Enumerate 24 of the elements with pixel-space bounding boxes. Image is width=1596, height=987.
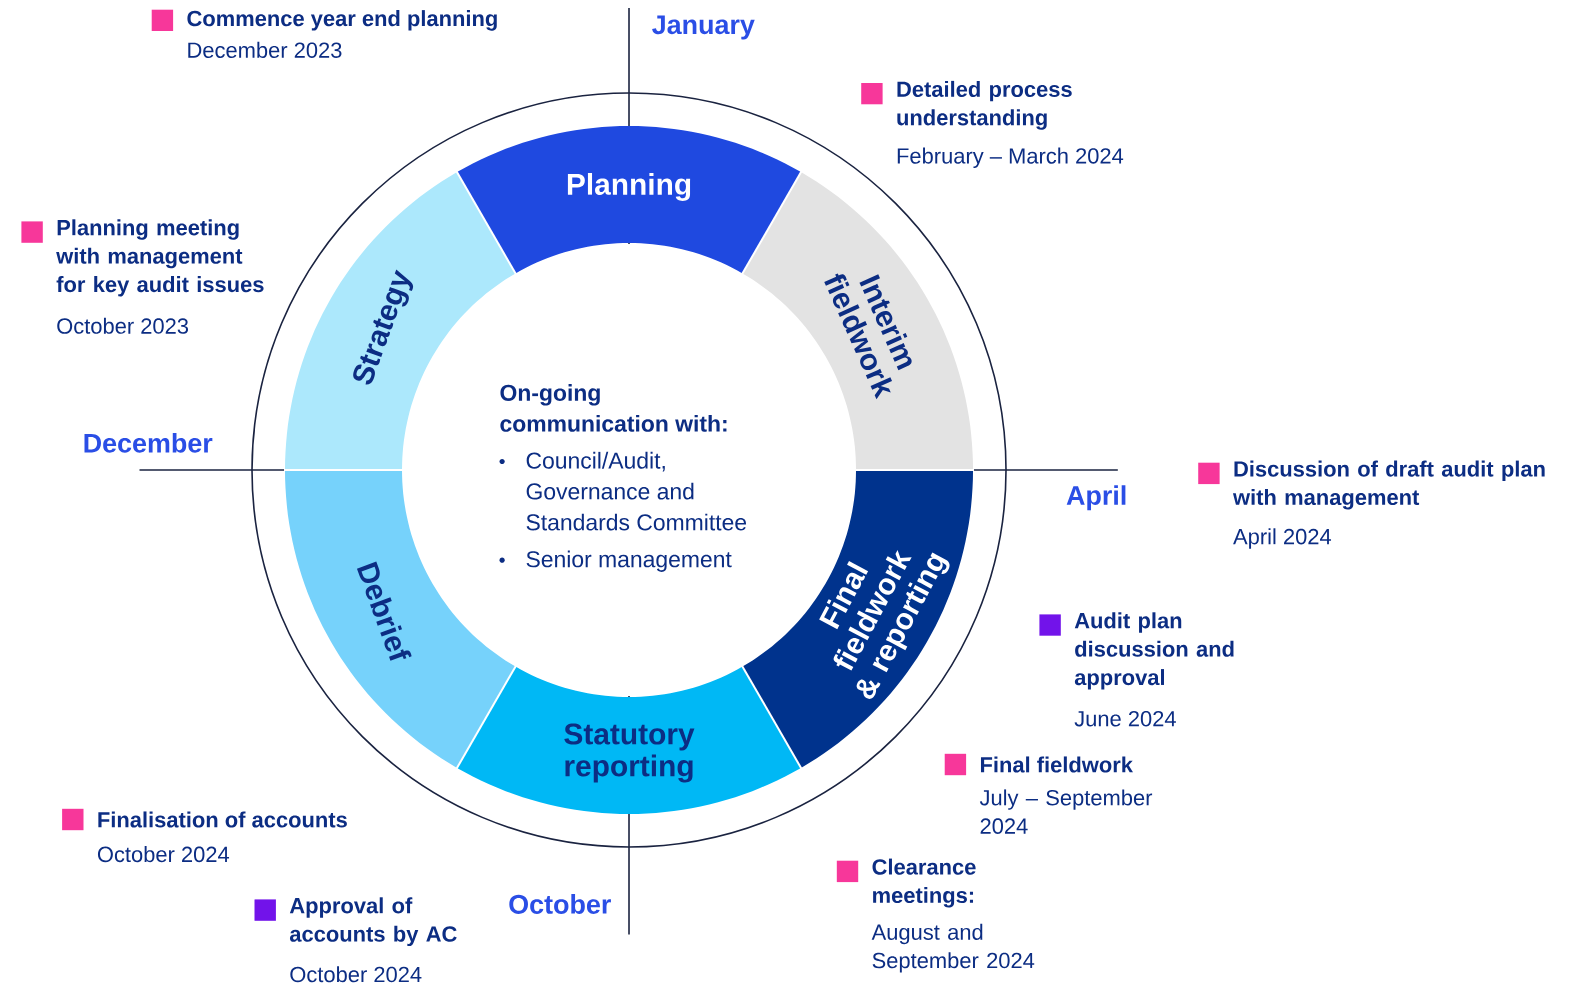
milestone-date: July – September 2024 <box>979 789 1153 834</box>
milestone-date: April 2024 <box>1233 528 1332 549</box>
milestone-date: October 2023 <box>57 317 189 334</box>
milestone-title: Detailed process understanding <box>897 80 1072 130</box>
month-label: April <box>1066 485 1126 511</box>
month-label: December <box>84 432 213 453</box>
milestone-title: Commence year end planning <box>187 10 497 31</box>
milestone-title: Discussion of draft audit plan with management <box>1232 460 1545 510</box>
milestone-date: October 2024 <box>290 966 422 983</box>
milestone-date: June 2024 <box>1074 710 1176 727</box>
milestone-title: Approval of accounts by AC <box>289 897 457 947</box>
month-label: January <box>652 15 755 40</box>
milestone-title: Planning meeting with management for key audit issues <box>56 219 264 297</box>
milestone-title: Finalisation of accounts <box>98 811 347 828</box>
milestone-date: October 2024 <box>97 846 230 863</box>
milestone-title: Audit plan discussion and approval <box>1074 612 1234 690</box>
ring-segment: Statutory reporting <box>457 666 801 814</box>
milestone-date: December 2023 <box>188 41 342 58</box>
month-label: October <box>509 894 611 914</box>
ring-segment: Planning <box>457 126 801 274</box>
milestone-title: Clearance meetings: <box>872 858 976 908</box>
milestone-date: February – March 2024 <box>897 147 1124 168</box>
milestone-title: Final fieldwork <box>981 756 1133 773</box>
milestone-date: August and September 2024 <box>871 923 1035 973</box>
